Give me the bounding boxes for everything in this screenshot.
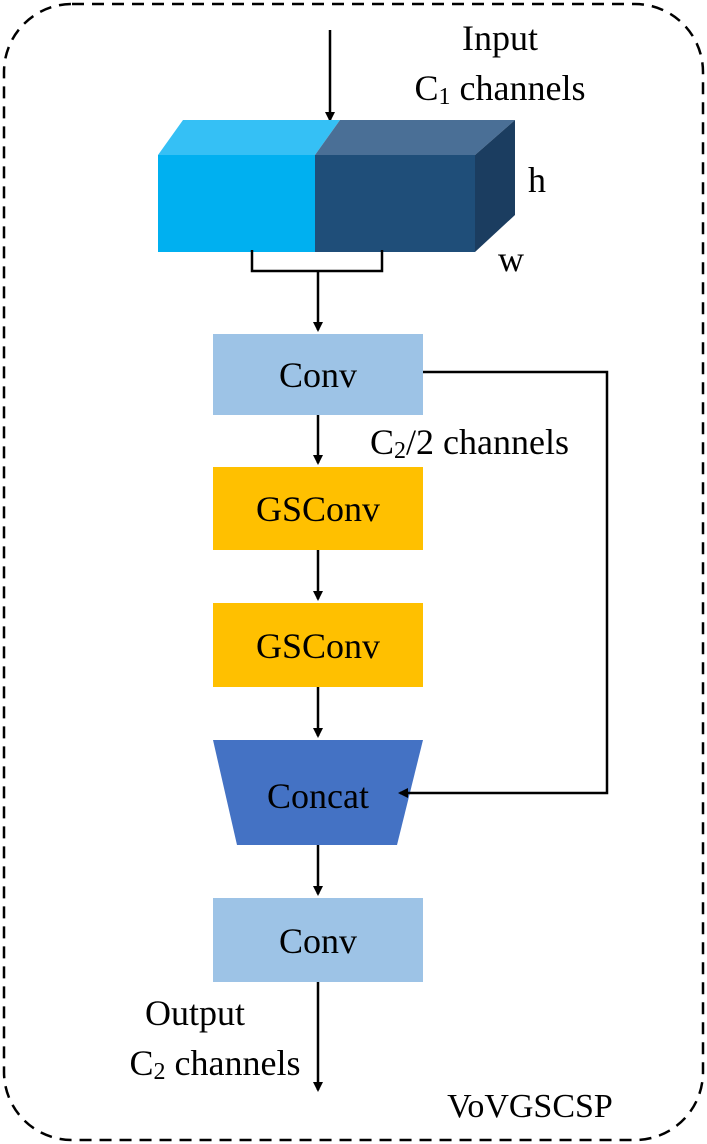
branch-channels-label: C2/2 channels bbox=[370, 422, 569, 464]
cube-light-front-face bbox=[158, 155, 315, 252]
concat-block-label: Concat bbox=[267, 776, 369, 816]
cube-dark-top-face bbox=[315, 120, 515, 155]
skip-connection bbox=[398, 370, 609, 798]
conv-block-1 bbox=[213, 334, 423, 415]
input-channels-label: C1 channels bbox=[415, 68, 586, 110]
gsconv-block-1-label: GSConv bbox=[256, 489, 380, 529]
gsconv-block-2-label: GSConv bbox=[256, 626, 380, 666]
conv-block-1-label: Conv bbox=[279, 355, 357, 395]
output-label: Output bbox=[145, 993, 245, 1033]
height-label: h bbox=[528, 160, 546, 200]
module-name-label: VoVGSCSP bbox=[447, 1088, 613, 1125]
concat-block bbox=[213, 740, 423, 845]
feature-cube bbox=[158, 120, 515, 252]
width-label: w bbox=[498, 239, 524, 279]
output-channels-label: C2 channels bbox=[130, 1043, 301, 1085]
conv-block-2-label: Conv bbox=[279, 921, 357, 961]
input-label: Input bbox=[462, 18, 538, 58]
cube-dark-side-face bbox=[475, 120, 515, 252]
cube-dark-front-face bbox=[315, 155, 475, 252]
split-bracket bbox=[250, 250, 384, 273]
cube-light-top-face bbox=[158, 120, 340, 155]
conv-block-2 bbox=[213, 898, 423, 982]
gsconv-block-1 bbox=[213, 467, 423, 550]
gsconv-block-2 bbox=[213, 603, 423, 687]
